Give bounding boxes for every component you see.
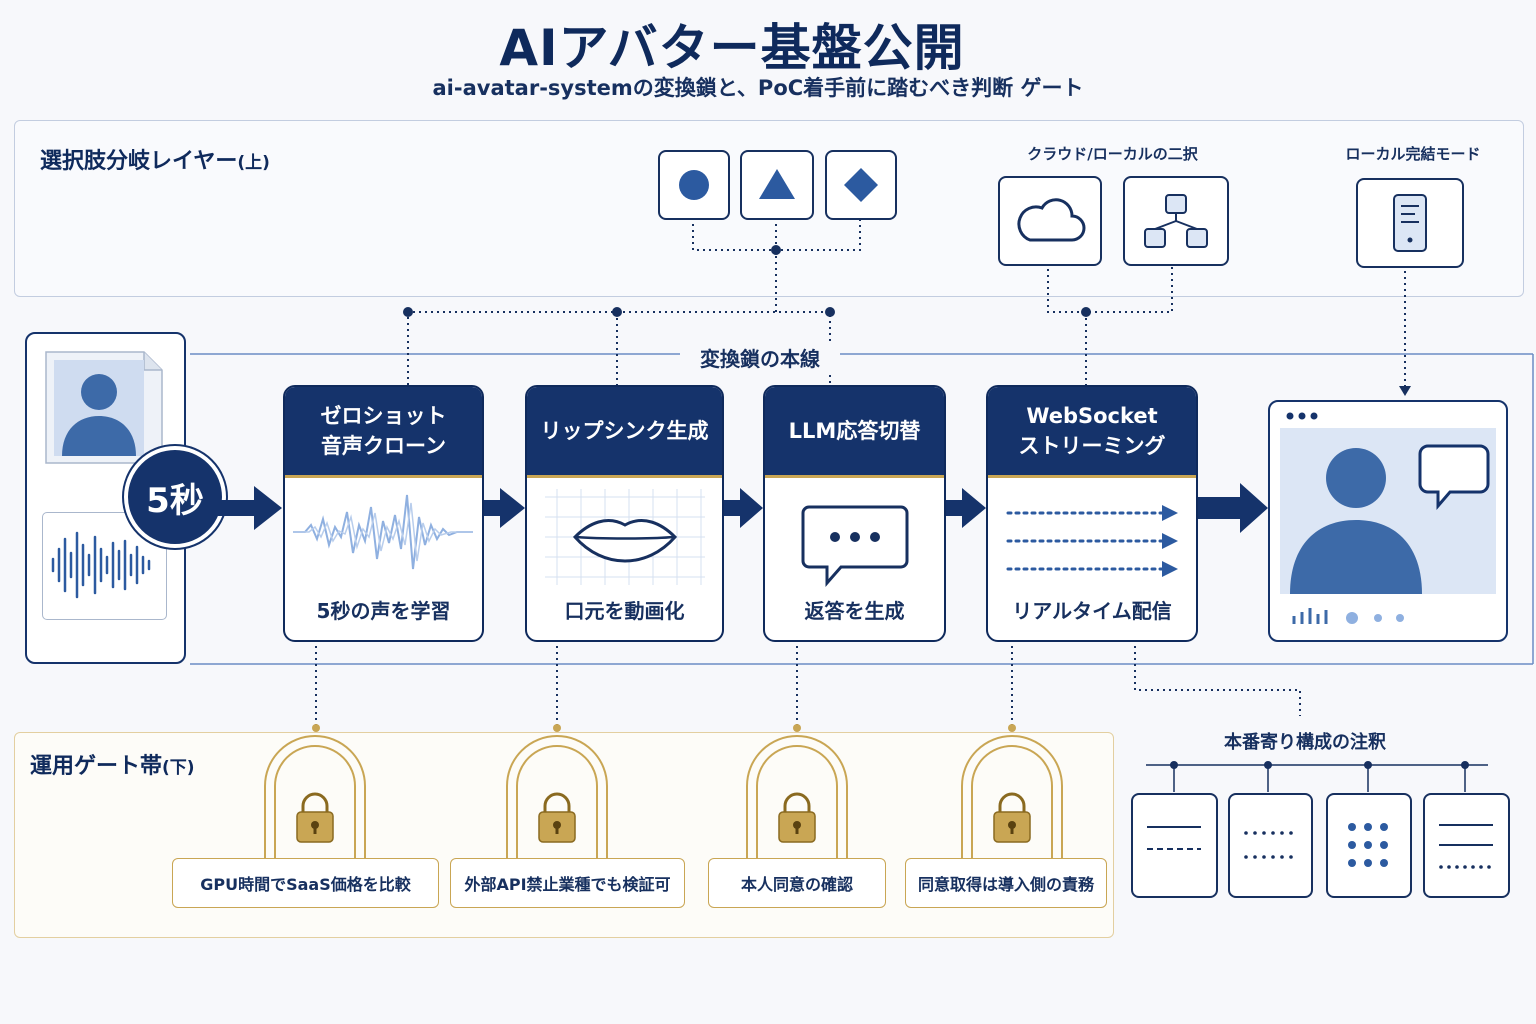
note-dots-icon [1244, 831, 1293, 859]
stage-llm-title: LLM応答切替 [765, 387, 944, 478]
cloud-local-label: クラウド/ローカルの二択 [1027, 145, 1198, 163]
note-box-3 [1326, 793, 1412, 898]
person-photo-icon [45, 351, 163, 464]
note-lines-icon [1147, 826, 1201, 850]
diamond-icon [844, 168, 878, 202]
circle-icon [679, 170, 709, 200]
page-subtitle: ai-avatar-systemの変換鎖と、PoC着手前に踏むべき判断 ゲート [432, 76, 1084, 100]
network-option-box [1123, 176, 1229, 266]
stage-voice-clone-title: ゼロショット 音声クローン [285, 387, 482, 478]
chat-bubble-icon [801, 505, 909, 587]
bottom-layer-label-suffix: (下) [162, 758, 195, 778]
avatar-output-window [1268, 400, 1508, 642]
main-line-label: 変換鎖の本線 [680, 343, 840, 372]
stage-lipsync-title: リップシンク生成 [527, 387, 722, 478]
cloud-option-box [998, 176, 1102, 266]
note-box-1 [1131, 793, 1218, 898]
stage-lipsync-caption: 口元を動画化 [564, 599, 685, 623]
bottom-layer-label: 運用ゲート帯(下) [30, 748, 195, 780]
stage-websocket: WebSocket ストリーミング リアルタイム配信 [986, 385, 1198, 642]
triangle-shape-box [740, 150, 814, 220]
photo-card [44, 350, 164, 465]
diamond-shape-box [825, 150, 897, 220]
note-box-2 [1228, 793, 1313, 898]
network-icon [1144, 194, 1208, 248]
server-option-box [1356, 178, 1464, 268]
stage-llm: LLM応答切替 返答を生成 [763, 385, 946, 642]
stream-arrows-icon [1006, 505, 1178, 577]
triangle-icon [759, 169, 795, 199]
voice-wave-icon [293, 494, 473, 570]
note-grid-icon [1348, 823, 1388, 867]
waveform-icon [51, 531, 151, 599]
local-mode-label: ローカル完結モード [1345, 145, 1481, 163]
stage-websocket-title: WebSocket ストリーミング [988, 387, 1196, 478]
stage-lipsync: リップシンク生成 口元を動画化 [525, 385, 724, 642]
gate-external-api: 外部API禁止業種でも検証可 [450, 858, 685, 908]
gate-consent-check: 本人同意の確認 [708, 858, 886, 908]
five-seconds-badge: 5秒 [124, 446, 226, 548]
circle-shape-box [658, 150, 730, 220]
server-icon [1393, 194, 1427, 252]
notes-label: 本番寄り構成の注釈 [1224, 732, 1386, 753]
stage-voice-clone: ゼロショット 音声クローン 5秒の声を学習 [283, 385, 484, 642]
stage-websocket-caption: リアルタイム配信 [1012, 599, 1172, 623]
top-layer-label: 選択肢分岐レイヤー(上) [40, 143, 270, 175]
gate-consent-responsibility: 同意取得は導入側の責務 [905, 858, 1107, 908]
gate-gpu-cost: GPU時間でSaaS価格を比較 [172, 858, 439, 908]
top-layer-label-text: 選択肢分岐レイヤー [40, 149, 238, 174]
avatar-output-icon [1280, 412, 1496, 624]
top-layer-label-suffix: (上) [237, 153, 270, 173]
note-mixed-icon [1439, 824, 1493, 869]
page-title: AIアバター基盤公開 [499, 19, 965, 77]
stage-llm-caption: 返答を生成 [804, 599, 905, 623]
cloud-icon [1017, 198, 1086, 242]
lips-icon [545, 489, 705, 585]
stage-voice-clone-caption: 5秒の声を学習 [316, 599, 451, 623]
bottom-layer-label-text: 運用ゲート帯 [30, 754, 163, 779]
note-box-4 [1423, 793, 1510, 898]
